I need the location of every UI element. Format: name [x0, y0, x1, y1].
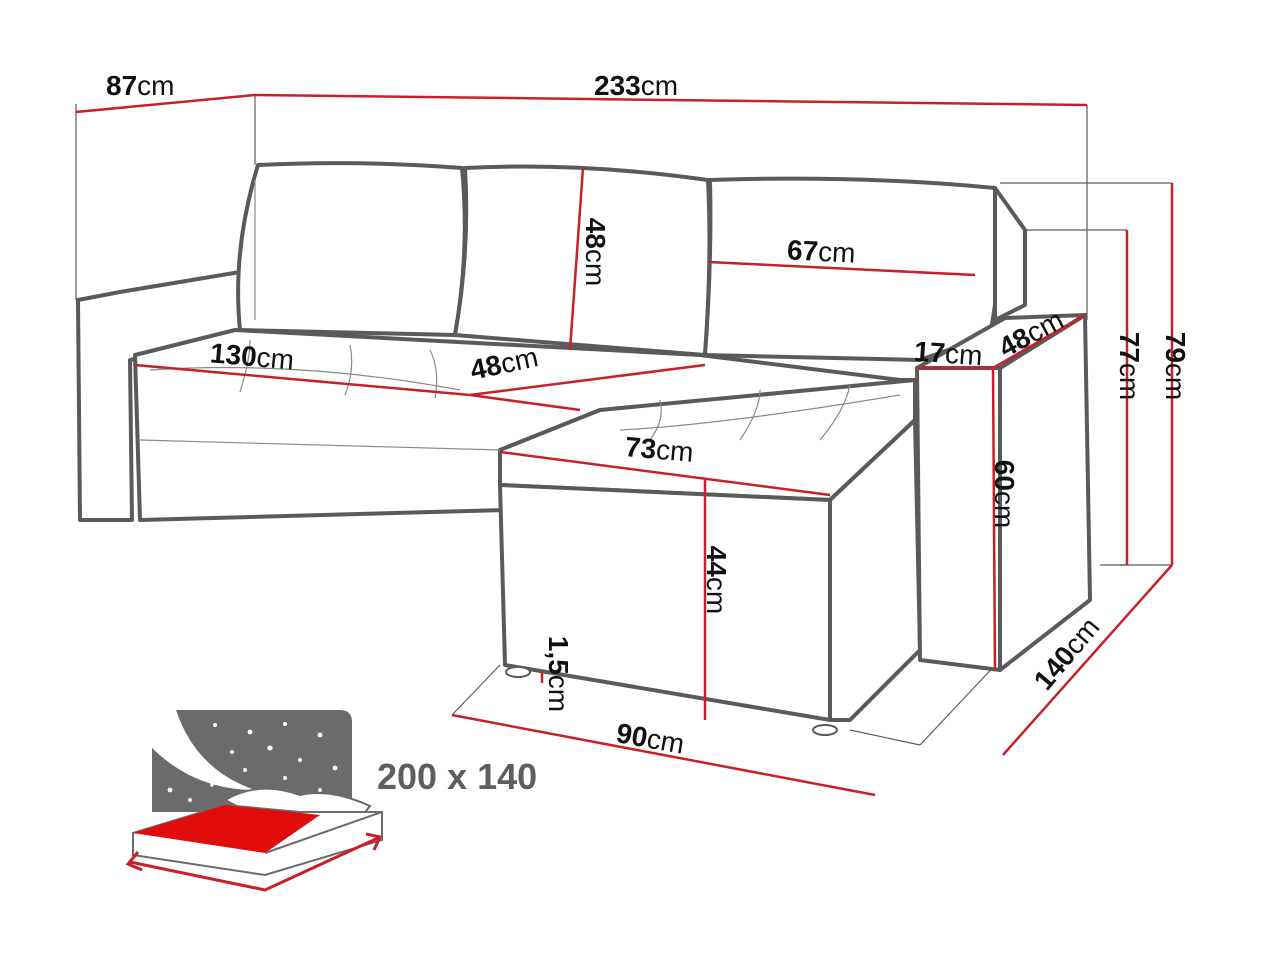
- dim-chaise-seat-width: 73cm: [623, 431, 695, 468]
- dim-total-width: 233cm: [594, 70, 679, 101]
- bed-night-icon: [125, 710, 383, 892]
- dim-leg-height: 1,5cm: [543, 635, 575, 713]
- dimension-lines: [75, 93, 1174, 797]
- dim-backrest-cushion-width: 67cm: [786, 234, 857, 269]
- dim-armrest-side-height: 60cm: [989, 459, 1021, 529]
- dim-armrest-width: 17cm: [913, 335, 984, 372]
- dim-armrest-height: 77cm: [1114, 331, 1146, 401]
- extension-lines: [75, 95, 1172, 746]
- tufting-lines: [139, 180, 901, 451]
- dim-depth-main: 87cm: [106, 70, 175, 101]
- dim-seat-height: 44cm: [701, 545, 733, 615]
- sofa-legs: [505, 666, 838, 736]
- dim-seat-width: 130cm: [208, 337, 296, 376]
- bed-size-label: 200 x 140: [377, 756, 538, 797]
- dim-total-height: 79cm: [1160, 331, 1192, 401]
- dim-backrest-height: 48cm: [580, 217, 612, 287]
